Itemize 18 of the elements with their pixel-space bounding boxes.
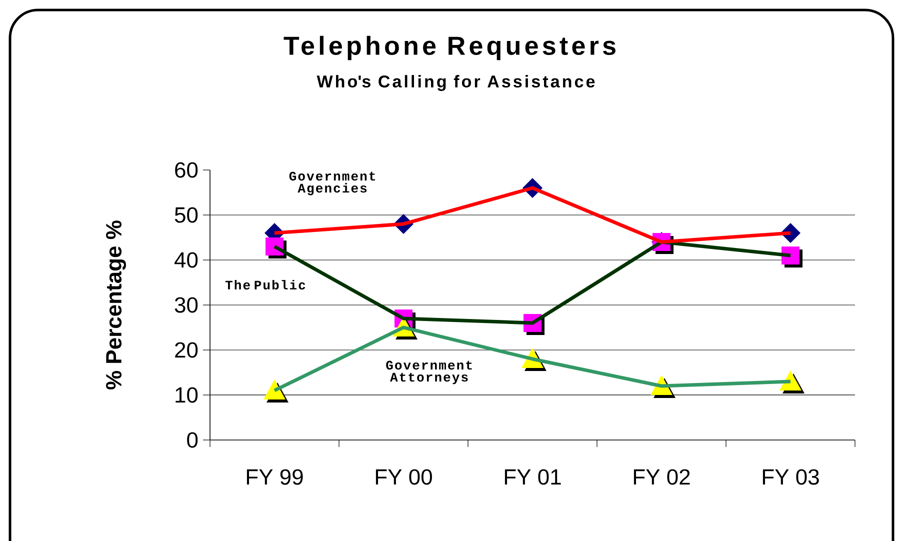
tick-label: 40 (174, 252, 198, 268)
tick-label: FY 00 (376, 469, 432, 485)
series-label: Government Agencies (289, 172, 375, 196)
tick-label: FY 01 (504, 469, 561, 485)
chart-subtitle: Who's Calling for Assistance (316, 75, 595, 91)
tick-label: FY 03 (762, 469, 819, 485)
axis-title: % Percentage % (106, 220, 126, 390)
tick-label: 20 (175, 342, 198, 358)
series-label: The Public (225, 280, 306, 290)
tick-label: 30 (174, 297, 198, 313)
tick-label: 10 (176, 387, 198, 403)
chart-title: Telephone Requesters (284, 36, 616, 60)
tick-label: FY 99 (246, 469, 303, 485)
series-label: Government Attorneys (386, 360, 472, 384)
tick-label: 50 (174, 207, 198, 223)
tick-label: FY 02 (634, 469, 690, 485)
tick-label: 0 (187, 432, 198, 448)
tick-label: 60 (175, 162, 198, 178)
